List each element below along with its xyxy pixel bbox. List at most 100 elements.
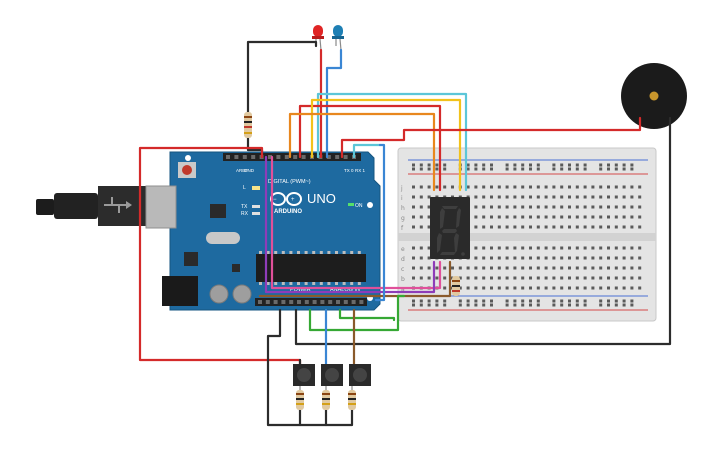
breadboard-hole <box>451 185 454 189</box>
wire-red-seg2[interactable] <box>340 128 442 159</box>
chip-pin <box>319 282 323 285</box>
breadboard-hole <box>482 256 486 260</box>
resistor-display[interactable] <box>452 276 460 296</box>
wire-cyan-seg[interactable] <box>316 92 468 192</box>
breadboard-hole <box>622 256 626 260</box>
breadboard-hole <box>443 185 447 189</box>
rail-hole <box>536 299 540 303</box>
rail-hole <box>443 163 447 167</box>
resistor-button-3[interactable] <box>348 386 356 410</box>
breadboard-hole <box>630 266 634 270</box>
resistor-button-1[interactable] <box>296 386 304 410</box>
seven-segment-display[interactable] <box>430 197 470 259</box>
rail-hole <box>630 167 634 171</box>
push-button-3[interactable] <box>349 364 371 386</box>
usb-cable-plug <box>54 193 98 219</box>
chip-pin <box>297 282 300 285</box>
breadboard-hole <box>607 215 610 219</box>
rail-hole <box>599 167 603 171</box>
rail-hole <box>575 303 579 307</box>
led-rx <box>252 212 260 215</box>
header-pin <box>336 300 340 304</box>
breadboard-hole <box>614 225 618 229</box>
wire-green-1[interactable] <box>308 294 406 332</box>
breadboard-hole <box>490 286 493 290</box>
resistor-led[interactable] <box>244 112 252 138</box>
push-button-2[interactable] <box>321 364 343 386</box>
breadboard-hole <box>521 276 525 280</box>
breadboard-hole <box>607 256 610 260</box>
chip-pin <box>297 251 300 254</box>
breadboard-hole <box>622 266 626 270</box>
rail-hole <box>513 163 517 167</box>
wire-orange-seg[interactable] <box>288 112 436 192</box>
breadboard-hole <box>622 246 626 250</box>
breadboard-hole <box>451 266 454 270</box>
breadboard-hole <box>638 215 642 219</box>
wire-pink-seg[interactable] <box>270 155 442 290</box>
header-pin <box>343 300 348 304</box>
wire-blue-led[interactable] <box>325 48 343 159</box>
breadboard-hole <box>622 205 626 209</box>
breadboard-hole <box>552 215 556 219</box>
rail-hole <box>482 163 486 167</box>
breadboard-hole <box>443 266 447 270</box>
breadboard-hole <box>607 205 610 209</box>
header-pin <box>242 155 247 159</box>
breadboard-hole <box>607 185 610 189</box>
breadboard-hole <box>536 266 540 270</box>
breadboard-hole <box>575 215 579 219</box>
breadboard-hole <box>419 256 423 260</box>
breadboard-hole <box>529 286 532 290</box>
breadboard-hole <box>575 195 579 199</box>
rail-hole <box>536 163 540 167</box>
wire-black-led[interactable] <box>246 40 318 114</box>
rail-hole <box>568 303 571 307</box>
breadboard-hole <box>544 286 548 290</box>
crystal <box>206 232 240 244</box>
led-tx-label: TX <box>241 204 248 210</box>
breadboard-hole <box>591 246 595 250</box>
rail-hole <box>630 299 634 303</box>
mounting-hole <box>367 202 373 208</box>
breadboard-hole <box>529 276 532 280</box>
wire-purple-seg[interactable] <box>264 155 436 294</box>
breadboard-hole <box>552 266 556 270</box>
piezo-buzzer[interactable] <box>621 63 687 129</box>
breadboard-hole <box>591 225 595 229</box>
breadboard-hole <box>622 225 626 229</box>
breadboard-hole <box>536 225 540 229</box>
arduino-uno-board[interactable]: DIGITAL (PWM~) AREF GND TX 0 RX 1 L TX R… <box>36 151 381 311</box>
breadboard-hole <box>427 195 431 199</box>
row-letter: g <box>401 215 405 222</box>
breadboard-hole <box>536 256 540 260</box>
breadboard-hole <box>521 266 525 270</box>
wire-red-seg[interactable] <box>298 104 442 192</box>
breadboard-hole <box>427 266 431 270</box>
breadboard-hole <box>560 276 564 280</box>
breadboard-hole <box>505 276 509 280</box>
rail-hole <box>536 167 540 171</box>
breadboard-hole <box>536 276 540 280</box>
red-led[interactable] <box>312 25 324 51</box>
segment-d <box>440 252 456 255</box>
wire-black-btn-gnd[interactable] <box>266 308 354 427</box>
rail-hole <box>568 163 571 167</box>
reset-button[interactable] <box>182 165 192 175</box>
wire-yellow-seg[interactable] <box>310 98 462 192</box>
wire-blue-right[interactable] <box>374 143 386 302</box>
blue-led[interactable] <box>332 25 344 51</box>
breadboard-hole <box>497 185 501 189</box>
wire-red-buzzer[interactable] <box>438 116 642 132</box>
breadboard-hole <box>497 276 501 280</box>
breadboard-hole <box>419 246 423 250</box>
wire-green-2[interactable] <box>338 308 396 322</box>
wire-brown-seg[interactable] <box>258 260 452 298</box>
wire-cyan-short[interactable] <box>352 143 382 159</box>
led-rx-label: RX <box>241 211 249 217</box>
row-letter: d <box>401 256 405 263</box>
wire-black-buzzer[interactable] <box>294 116 672 346</box>
push-button-1[interactable] <box>293 364 315 386</box>
resistor-button-2[interactable] <box>322 386 330 410</box>
